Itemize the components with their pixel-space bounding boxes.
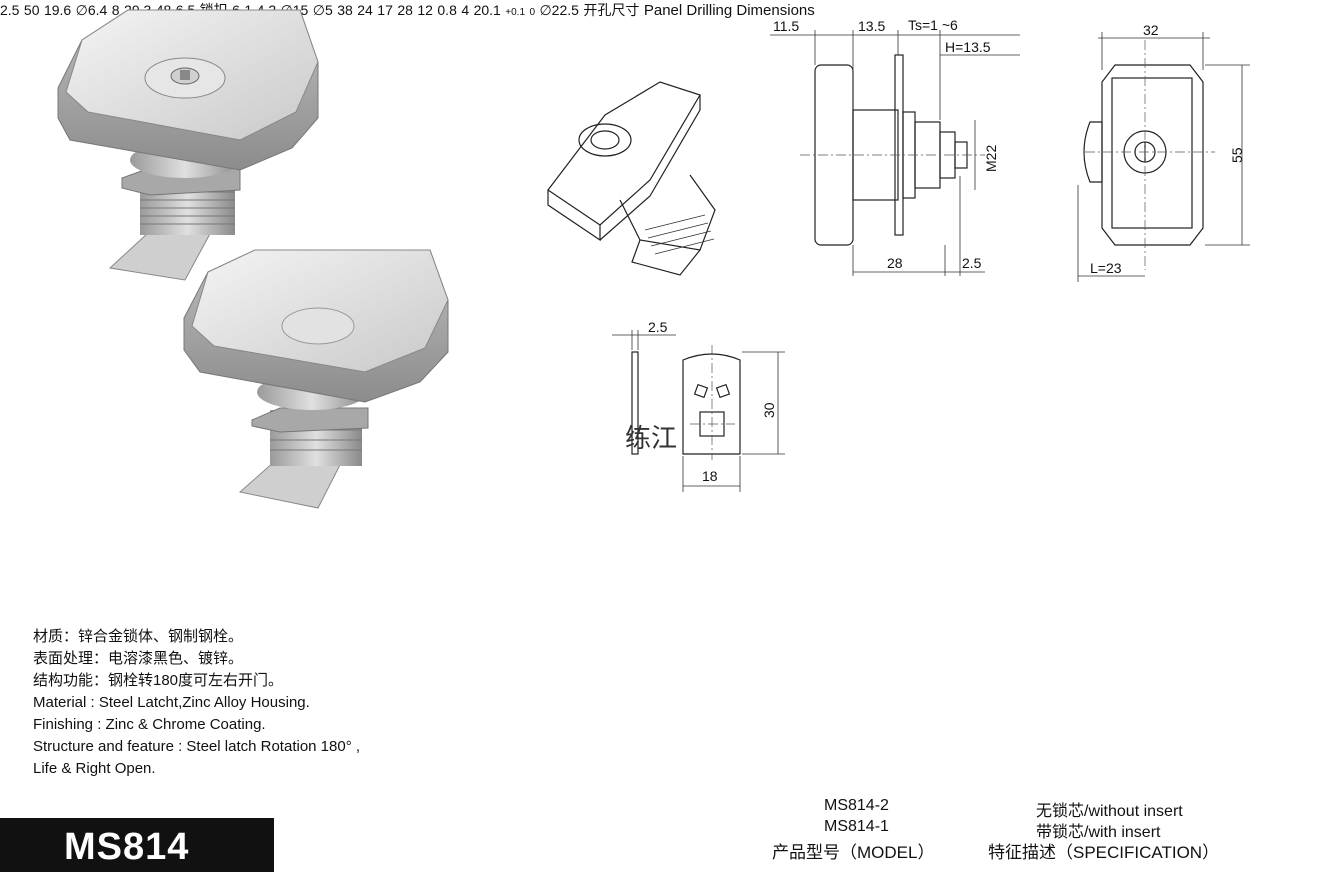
spec-text: 带锁芯/with insert [1036, 824, 1161, 841]
description-line: Life & Right Open. [33, 760, 156, 777]
model-title: MS814 [64, 826, 190, 868]
dim-side-d2: 13.5 [858, 18, 885, 34]
dim-side-w25: 2.5 [962, 255, 982, 271]
description-line: Material : Steel Latcht,Zinc Alloy Housi… [33, 694, 310, 711]
spec-text: 无锁芯/without insert [1036, 803, 1183, 820]
dim-side-w28: 28 [887, 255, 903, 271]
side-view [770, 30, 1020, 276]
isometric-line-drawing [547, 81, 716, 276]
dim-keeper-t: 2.5 [0, 2, 20, 18]
description-line: 结构功能：钢栓转180度可左右开门。 [33, 672, 284, 689]
description-line: 材质：锌合金锁体、钢制钢栓。 [33, 628, 244, 645]
dim-side-m: M22 [983, 145, 999, 172]
dim-cam-w18: 18 [702, 468, 718, 484]
dim-keeper-w196: 19.6 [43, 2, 72, 18]
drill-label-cn: 开孔尺寸 [583, 2, 640, 18]
dim-front-w32: 32 [1143, 22, 1159, 38]
dim-clip-h24: 24 [357, 2, 373, 18]
dim-clip-h38: 38 [337, 2, 353, 18]
dim-clip-w28: 28 [397, 2, 413, 18]
lock-render-without-insert [183, 249, 449, 509]
dim-drill-w201: 20.1 [473, 2, 501, 18]
dim-drill-dia: ∅22.5 [539, 2, 579, 18]
dim-spring-b4: 4 [461, 2, 470, 18]
description-line: Structure and feature : Steel latch Rota… [33, 738, 361, 755]
watermark: 练江 [625, 424, 678, 454]
dim-front-h55: 55 [1229, 147, 1245, 163]
model-code: MS814-2 [824, 797, 889, 814]
dim-spring-t08: 0.8 [437, 2, 457, 18]
dim-keeper-s8: 8 [111, 2, 120, 18]
dim-side-h: H=13.5 [945, 39, 991, 55]
model-banner [0, 818, 274, 872]
lock-render-with-insert [57, 9, 319, 281]
dim-drill-tol-up: +0.1 [505, 7, 526, 18]
dim-front-l23: L=23 [1090, 260, 1122, 276]
dim-cam-t: 2.5 [648, 319, 668, 335]
spec-header: 特征描述（SPECIFICATION） [988, 843, 1220, 862]
description-line: Finishing : Zinc & Chrome Coating. [33, 716, 266, 733]
cam-plate-view [612, 330, 785, 492]
dim-side-ts: Ts=1 ~6 [908, 17, 958, 33]
dim-drill-tol-dn: 0 [529, 7, 536, 18]
drill-label-en: Panel Drilling Dimensions [643, 2, 815, 19]
description-block: 材质：锌合金锁体、钢制钢栓。 表面处理：电溶漆黑色、镀锌。 结构功能：钢栓转18… [33, 626, 360, 780]
dim-cam-h30: 30 [761, 402, 777, 418]
model-header: 产品型号（MODEL） [772, 843, 935, 862]
model-code: MS814-1 [824, 818, 889, 835]
dim-keeper-dia: ∅6.4 [75, 2, 108, 18]
dim-clip-w17: 17 [377, 2, 393, 18]
dim-spring-w12: 12 [417, 2, 433, 18]
description-line: 表面处理：电溶漆黑色、镀锌。 [33, 650, 244, 667]
dim-washer-d5: ∅5 [312, 2, 333, 18]
dim-keeper-w50: 50 [23, 2, 40, 18]
dim-side-d1: 11.5 [773, 18, 799, 34]
front-view [1077, 32, 1250, 282]
